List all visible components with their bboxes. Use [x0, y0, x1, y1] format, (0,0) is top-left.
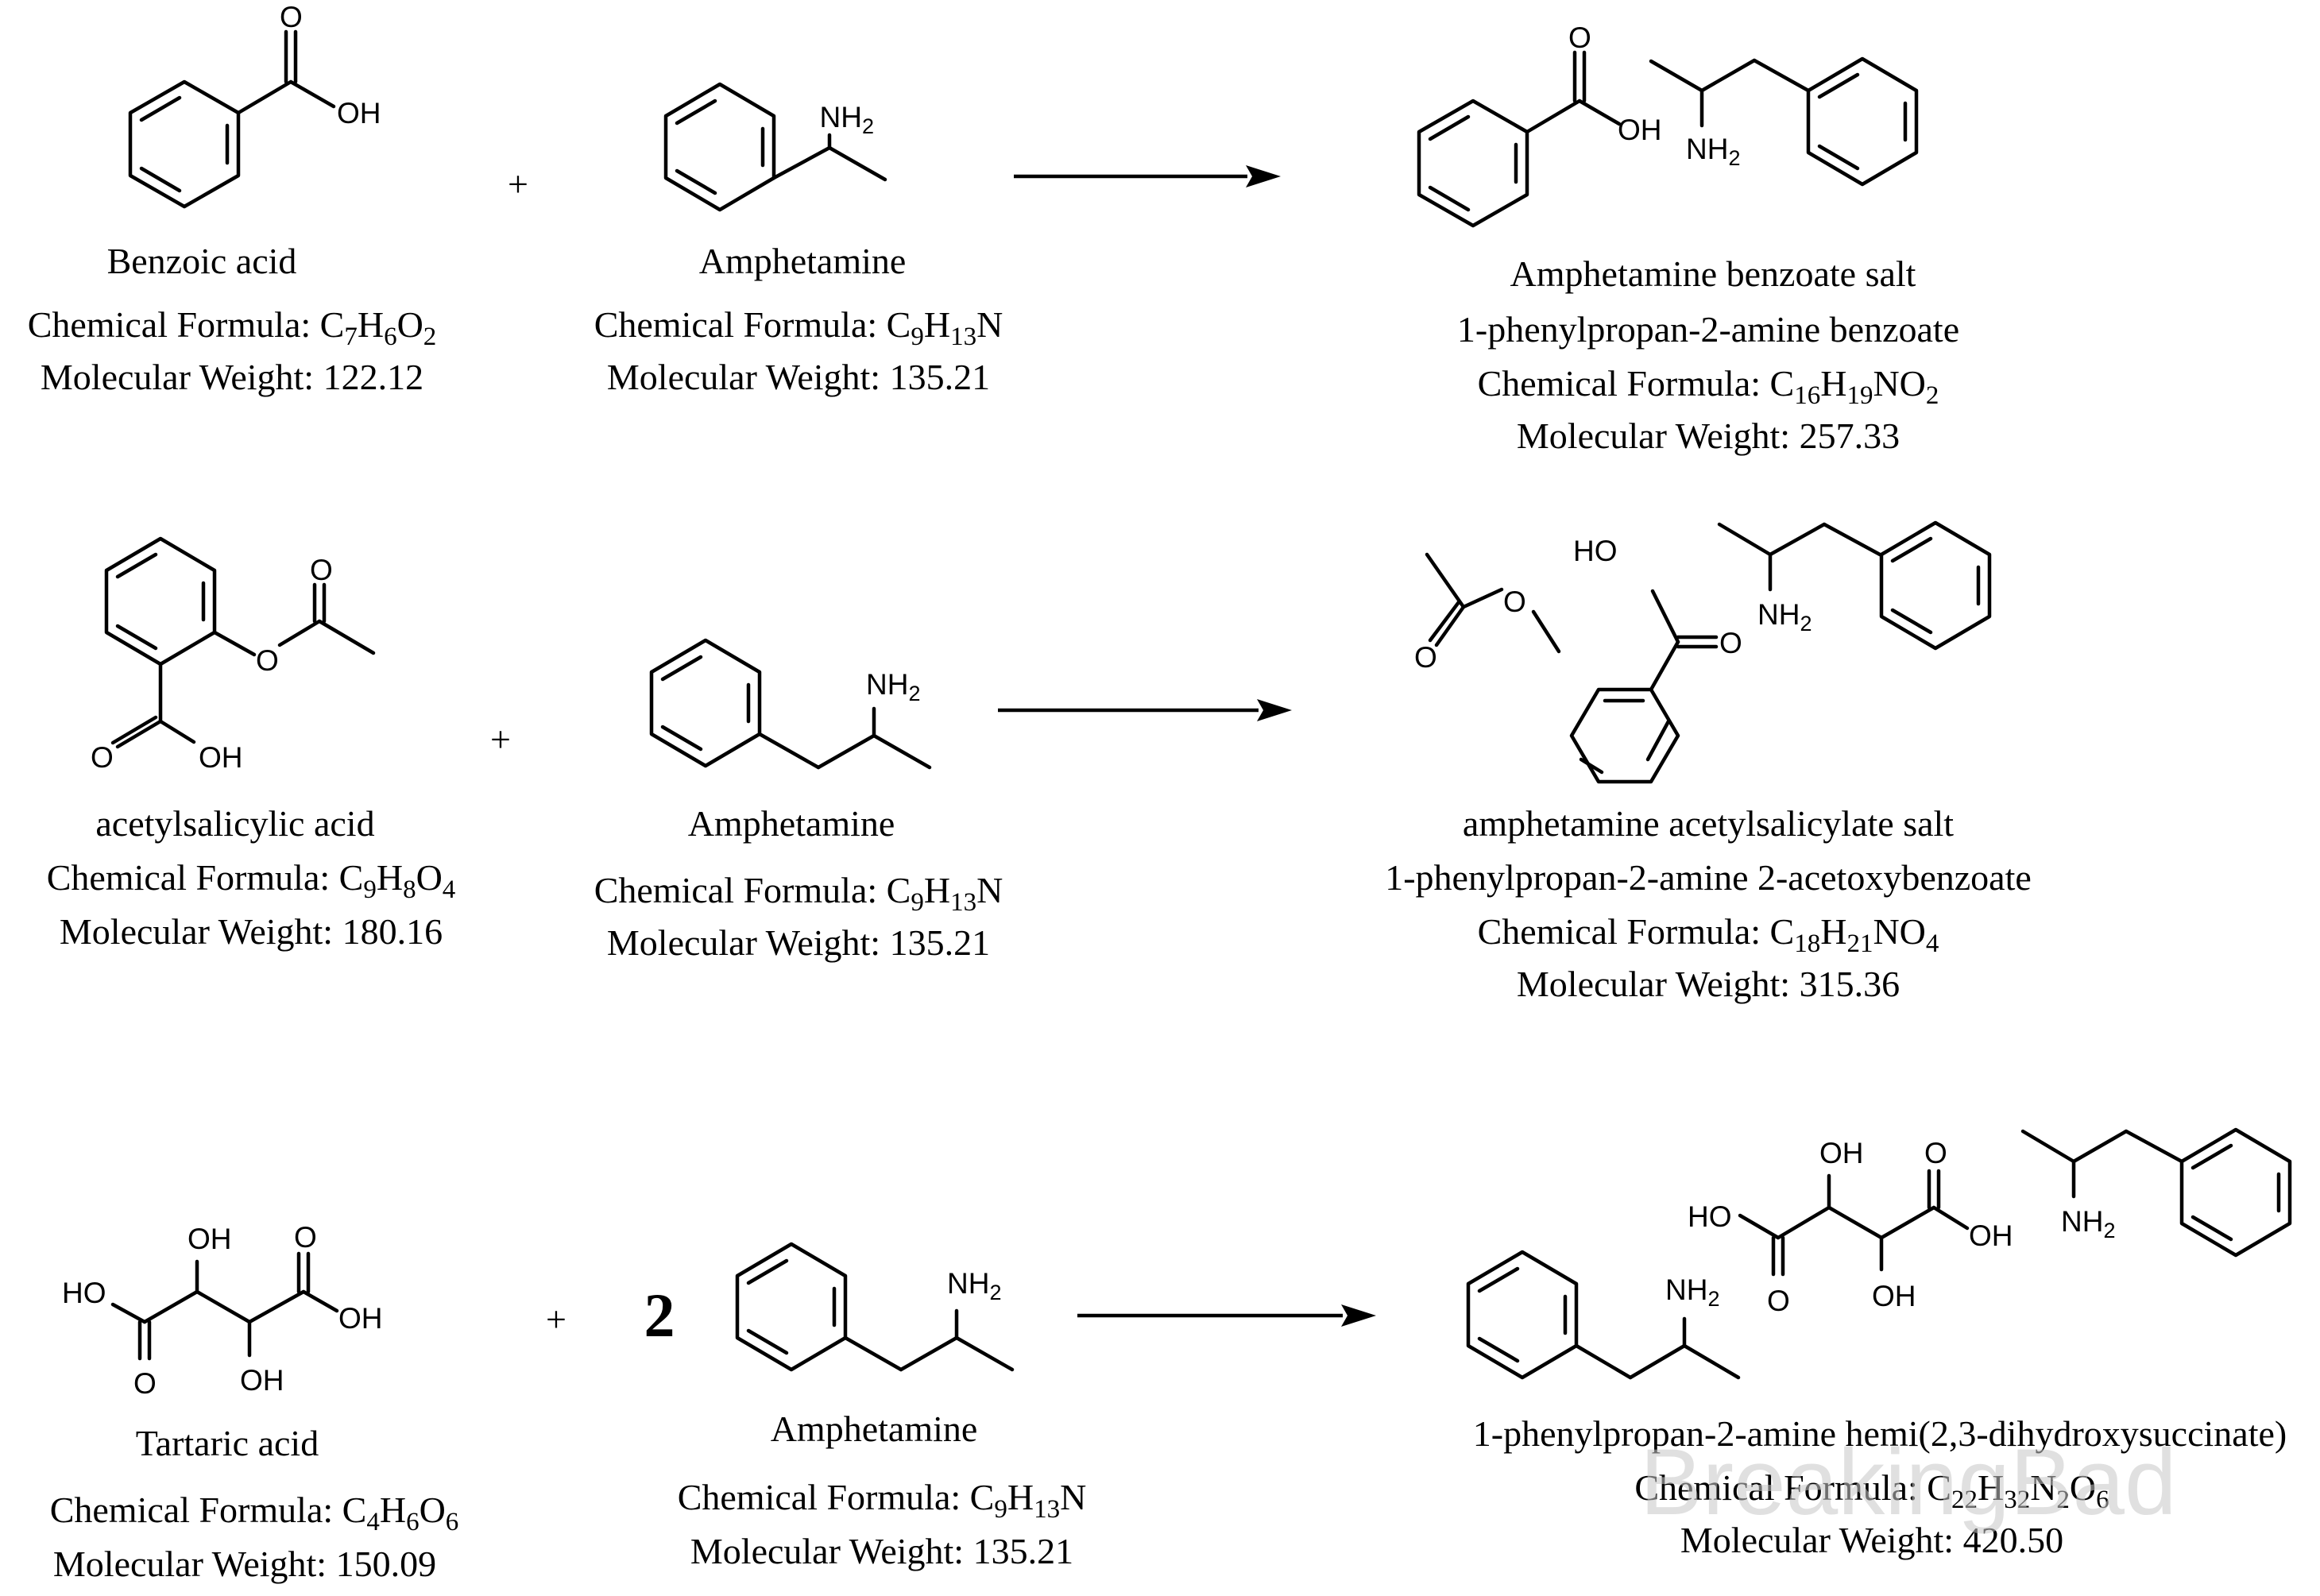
- plus-sign: +: [546, 1299, 566, 1339]
- row-3: HO O OH OH O OH Tartaric acid Chemical F…: [50, 1127, 2292, 1584]
- amphetamine-formula: Chemical Formula: C9H13N: [594, 304, 1003, 351]
- product-iupac-name: 1-phenylpropan-2-amine hemi(2,3-dihydrox…: [1473, 1413, 2287, 1454]
- product-iupac-name: 1-phenylpropan-2-amine 2-acetoxybenzoate: [1385, 857, 2032, 898]
- atom-label-nh2: NH2: [820, 101, 874, 138]
- atom-label-ho: HO: [1573, 535, 1618, 567]
- benzoic-acid-mw: Molecular Weight: 122.12: [41, 357, 423, 397]
- product-formula: Chemical Formula: C16H19NO2: [1478, 363, 1939, 410]
- amphetamine-structure: NH2: [649, 638, 932, 770]
- atom-label-oh: OH: [1819, 1137, 1864, 1169]
- product-mw: Molecular Weight: 315.36: [1517, 964, 1900, 1004]
- amphetamine-formula: Chemical Formula: C9H13N: [678, 1477, 1087, 1524]
- product-iupac-name: 1-phenylpropan-2-amine benzoate: [1457, 309, 1959, 350]
- amphetamine-name: Amphetamine: [699, 241, 907, 281]
- atom-label-o: O: [310, 554, 333, 586]
- atom-label-o: O: [256, 644, 279, 677]
- acetylsalicylic-acid-structure: O O O OH: [91, 536, 376, 774]
- reaction-arrow: [1077, 1304, 1376, 1327]
- amphetamine-name: Amphetamine: [771, 1409, 978, 1449]
- atom-label-o: O: [1568, 21, 1591, 54]
- atom-label-oh: OH: [1618, 114, 1662, 146]
- plus-sign: +: [508, 164, 528, 204]
- product-mw: Molecular Weight: 257.33: [1517, 415, 1900, 456]
- atom-label-nh2: NH2: [947, 1267, 1001, 1304]
- atom-label-oh: OH: [1969, 1219, 2013, 1252]
- amphetamine-structure: NH2: [735, 1242, 1015, 1372]
- tartaric-acid-mw: Molecular Weight: 150.09: [53, 1544, 436, 1584]
- atom-label-oh: OH: [199, 741, 243, 774]
- atom-label-ho: HO: [62, 1277, 106, 1309]
- amphetamine-mw: Molecular Weight: 135.21: [607, 357, 990, 397]
- amphetamine-mw: Molecular Weight: 135.21: [607, 922, 990, 963]
- reaction-arrow: [998, 699, 1292, 721]
- atom-label-ho: HO: [1688, 1200, 1732, 1233]
- amphetamine-structure: NH2: [663, 82, 887, 212]
- atom-label-o: O: [1503, 585, 1526, 618]
- amphetamine-mw: Molecular Weight: 135.21: [690, 1531, 1073, 1571]
- reaction-arrow: [1014, 165, 1281, 187]
- atom-label-o: O: [133, 1367, 157, 1400]
- atom-label-nh2: NH2: [1686, 133, 1740, 170]
- product-name: Amphetamine benzoate salt: [1510, 253, 1916, 294]
- amphetamine-hemitartrate-structure: NH2 HO O OH OH O OH: [1466, 1127, 2292, 1380]
- tartaric-acid-formula: Chemical Formula: C4H6O6: [50, 1490, 459, 1536]
- acetylsalicylic-acid-formula: Chemical Formula: C9H8O4: [47, 857, 456, 904]
- benzoic-acid-structure: O OH: [128, 1, 381, 209]
- atom-label-oh: OH: [338, 1302, 383, 1335]
- amphetamine-benzoate-structure: O OH NH2: [1417, 21, 1919, 228]
- atom-label-nh2: NH2: [1757, 598, 1812, 636]
- atom-label-nh2: NH2: [1665, 1273, 1719, 1311]
- row-1: O OH Benzoic acid Chemical Formula: C7H6…: [28, 1, 1959, 456]
- atom-label-o: O: [91, 741, 114, 774]
- product-formula: Chemical Formula: C18H21NO4: [1478, 911, 1939, 958]
- row-2: O O O OH acetylsalicylic acid Chemical F…: [47, 520, 2032, 1004]
- atom-label-nh2: NH2: [2061, 1205, 2115, 1242]
- atom-label-oh: OH: [337, 97, 381, 129]
- atom-label-o: O: [1924, 1137, 1947, 1169]
- benzoic-acid-name: Benzoic acid: [107, 241, 297, 281]
- atom-label-nh2: NH2: [866, 668, 920, 705]
- atom-label-o: O: [280, 1, 303, 33]
- atom-label-oh: OH: [188, 1223, 232, 1255]
- amphetamine-formula: Chemical Formula: C9H13N: [594, 870, 1003, 917]
- watermark: BreakingBad: [1640, 1430, 2177, 1535]
- atom-label-oh: OH: [1872, 1280, 1916, 1312]
- acetylsalicylic-acid-name: acetylsalicylic acid: [95, 803, 374, 844]
- product-formula: Chemical Formula: C22H32N2O6: [1634, 1467, 2109, 1514]
- atom-label-o: O: [294, 1221, 317, 1254]
- atom-label-o: O: [1414, 641, 1437, 674]
- atom-label-oh: OH: [240, 1364, 284, 1397]
- stoichiometric-coefficient: 2: [644, 1281, 675, 1350]
- atom-label-o: O: [1719, 627, 1742, 659]
- tartaric-acid-structure: HO O OH OH O OH: [62, 1221, 383, 1400]
- product-name: amphetamine acetylsalicylate salt: [1463, 803, 1954, 844]
- benzoic-acid-formula: Chemical Formula: C7H6O2: [28, 304, 437, 351]
- plus-sign: +: [490, 719, 511, 759]
- atom-label-o: O: [1767, 1285, 1790, 1317]
- amphetamine-name: Amphetamine: [688, 803, 895, 844]
- product-mw: Molecular Weight: 420.50: [1680, 1520, 2063, 1560]
- tartaric-acid-name: Tartaric acid: [136, 1423, 319, 1463]
- acetylsalicylic-acid-mw: Molecular Weight: 180.16: [60, 911, 443, 952]
- amphetamine-acetylsalicylate-structure: O O HO O NH2: [1414, 520, 1992, 784]
